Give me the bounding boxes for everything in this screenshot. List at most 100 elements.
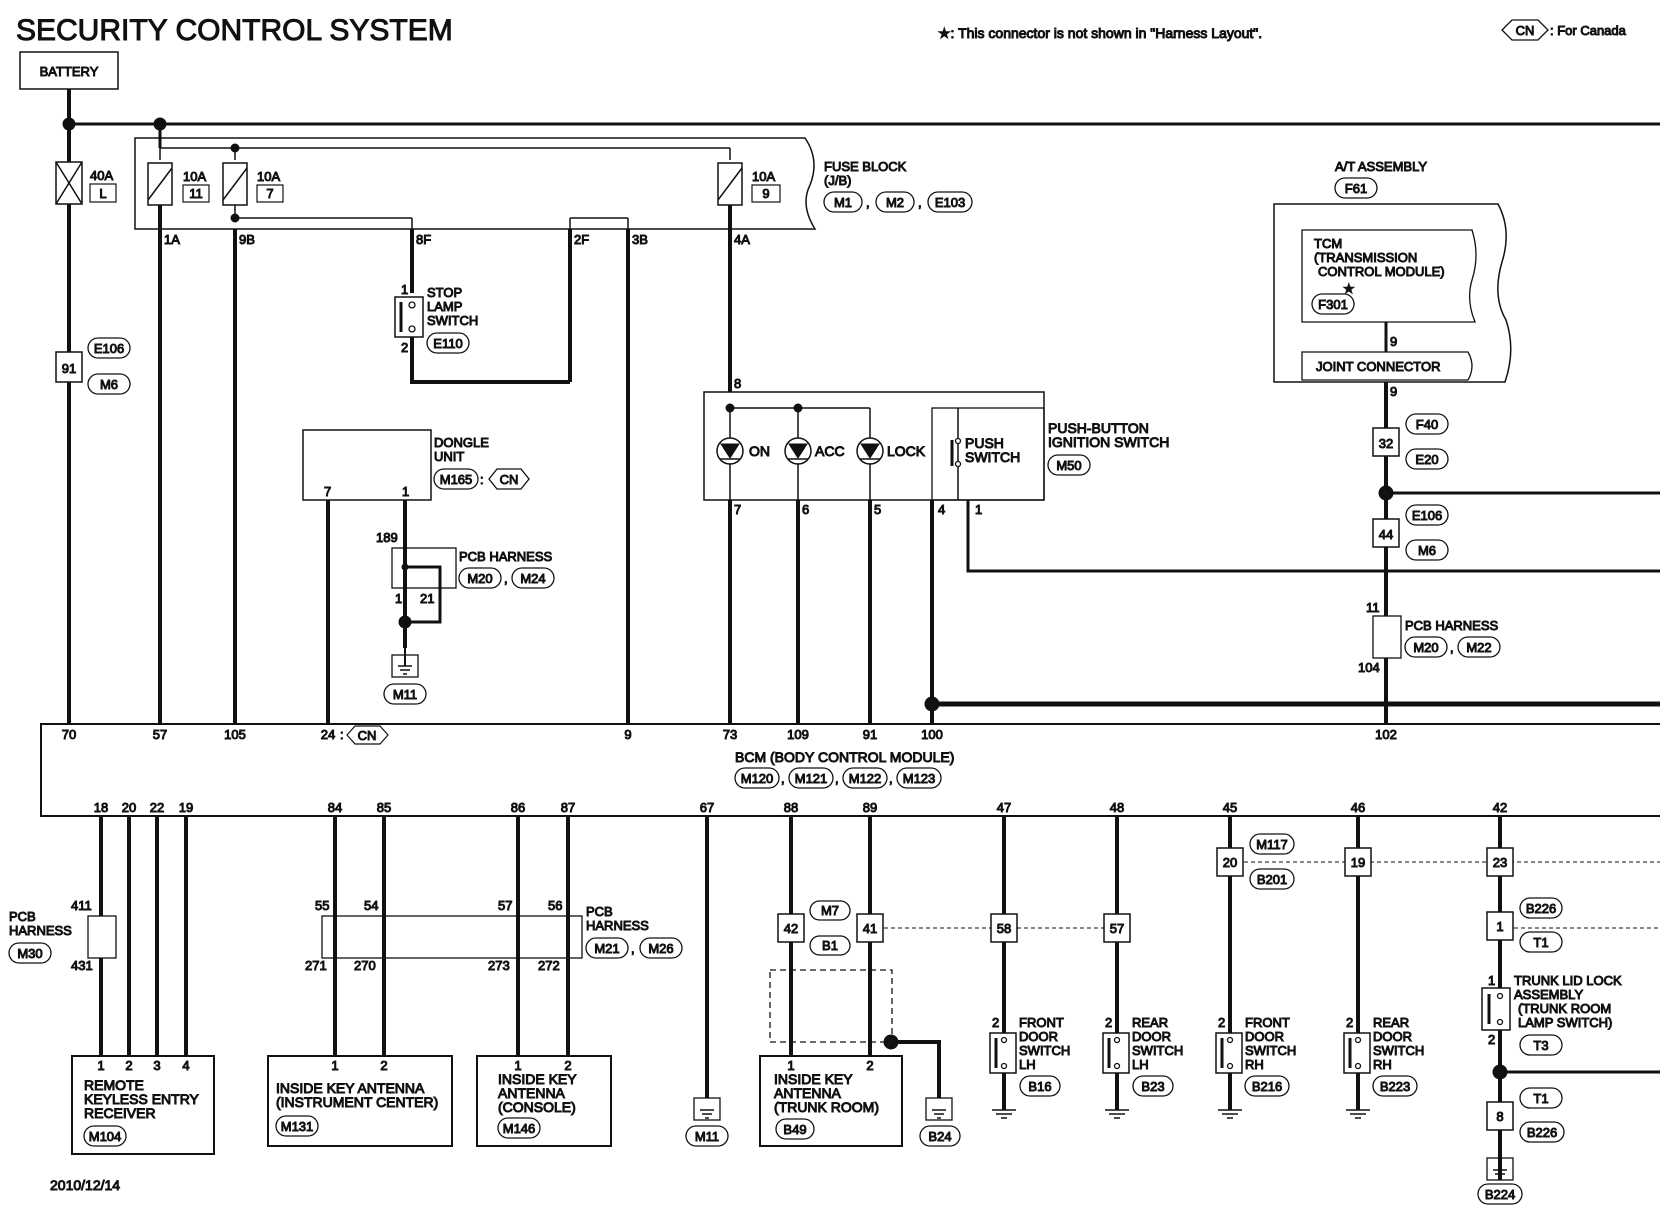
door-switch-rear-lh: 2 REAR DOOR SWITCH LH B23 bbox=[1102, 1015, 1184, 1119]
pcb-harness-right: 11 104 PCB HARNESS M20 , M22 bbox=[1358, 600, 1501, 676]
svg-text:,: , bbox=[1450, 640, 1454, 655]
svg-text:DOOR: DOOR bbox=[1132, 1029, 1171, 1044]
svg-text:10A: 10A bbox=[183, 169, 206, 184]
svg-text:3B: 3B bbox=[632, 232, 648, 247]
svg-text:6: 6 bbox=[802, 502, 809, 517]
push-button-ignition-switch: 8 ON ACC LOCK PUSH SWITCH PUSH-BUTTON IG… bbox=[703, 376, 1170, 518]
svg-text:105: 105 bbox=[224, 727, 246, 742]
inside-key-antenna-trunk-room: 1 2 INSIDE KEY ANTENNA (TRUNK ROOM) B49 … bbox=[759, 969, 961, 1147]
svg-text:1: 1 bbox=[787, 1058, 794, 1073]
bcm-box: BCM (BODY CONTROL MODULE) M120 , M121 , … bbox=[40, 723, 1660, 817]
svg-text:INSIDE KEY ANTENNA: INSIDE KEY ANTENNA bbox=[276, 1080, 425, 1096]
svg-text:431: 431 bbox=[71, 958, 93, 973]
svg-text:HARNESS: HARNESS bbox=[586, 918, 649, 933]
svg-text:IGNITION SWITCH: IGNITION SWITCH bbox=[1048, 434, 1169, 450]
at-assembly: A/T ASSEMBLY F61 TCM (TRANSMISSION CONTR… bbox=[1273, 159, 1512, 400]
svg-text:BATTERY: BATTERY bbox=[40, 64, 99, 79]
svg-text:57: 57 bbox=[498, 898, 512, 913]
svg-text:F301: F301 bbox=[1318, 297, 1348, 312]
svg-text:,: , bbox=[866, 195, 870, 210]
svg-text:102: 102 bbox=[1375, 727, 1397, 742]
svg-text:2: 2 bbox=[866, 1058, 873, 1073]
svg-text:M1: M1 bbox=[834, 195, 852, 210]
svg-text:M11: M11 bbox=[393, 687, 417, 702]
svg-text:21: 21 bbox=[420, 591, 434, 606]
svg-text:B223: B223 bbox=[1380, 1079, 1410, 1094]
svg-text:86: 86 bbox=[511, 800, 525, 815]
svg-text:M26: M26 bbox=[648, 941, 673, 956]
svg-text:2: 2 bbox=[1488, 1032, 1495, 1047]
svg-text:CN: CN bbox=[500, 472, 519, 487]
svg-text:INSIDE KEY: INSIDE KEY bbox=[498, 1071, 577, 1087]
svg-text:2: 2 bbox=[992, 1015, 999, 1030]
svg-text:M146: M146 bbox=[503, 1121, 536, 1136]
svg-text:48: 48 bbox=[1110, 800, 1124, 815]
svg-text:SWITCH: SWITCH bbox=[1019, 1043, 1070, 1058]
svg-text:8: 8 bbox=[1496, 1109, 1503, 1124]
svg-text:INSIDE KEY: INSIDE KEY bbox=[774, 1071, 853, 1087]
svg-text:2: 2 bbox=[564, 1058, 571, 1073]
svg-text:DOOR: DOOR bbox=[1019, 1029, 1058, 1044]
svg-text:T3: T3 bbox=[1533, 1038, 1548, 1053]
svg-text:E110: E110 bbox=[433, 336, 462, 351]
svg-text:UNIT: UNIT bbox=[434, 449, 464, 464]
svg-text:PCB HARNESS: PCB HARNESS bbox=[459, 549, 553, 564]
svg-text:M131: M131 bbox=[281, 1119, 314, 1134]
svg-text:M24: M24 bbox=[520, 571, 545, 586]
svg-text:40A: 40A bbox=[90, 168, 113, 183]
svg-text:19: 19 bbox=[179, 800, 193, 815]
svg-text:(TRUNK ROOM: (TRUNK ROOM bbox=[1518, 1001, 1611, 1016]
battery-box: BATTERY bbox=[19, 51, 119, 90]
svg-text:7: 7 bbox=[324, 484, 331, 499]
svg-text:FRONT: FRONT bbox=[1019, 1015, 1064, 1030]
svg-text:24: 24 bbox=[321, 727, 335, 742]
svg-text:LAMP: LAMP bbox=[427, 299, 462, 314]
svg-text:100: 100 bbox=[921, 727, 943, 742]
svg-text:REMOTE: REMOTE bbox=[84, 1077, 144, 1093]
svg-text:56: 56 bbox=[548, 898, 562, 913]
svg-text:M22: M22 bbox=[1466, 640, 1491, 655]
svg-text:M6: M6 bbox=[1418, 543, 1436, 558]
svg-text:F61: F61 bbox=[1345, 181, 1367, 196]
svg-text:M30: M30 bbox=[17, 946, 42, 961]
svg-text:22: 22 bbox=[150, 800, 164, 815]
svg-text:STOP: STOP bbox=[427, 285, 462, 300]
svg-text:PCB: PCB bbox=[9, 909, 36, 924]
svg-text:B24: B24 bbox=[928, 1129, 951, 1144]
svg-text:PUSH-BUTTON: PUSH-BUTTON bbox=[1048, 420, 1149, 436]
svg-text:PCB: PCB bbox=[586, 904, 613, 919]
svg-text:M2: M2 bbox=[886, 195, 904, 210]
svg-text:1: 1 bbox=[1488, 973, 1495, 988]
svg-text:57: 57 bbox=[1110, 921, 1124, 936]
pcb-harness-mid: 55 54 57 56 271 270 273 272 PCB HARNESS … bbox=[305, 898, 683, 974]
svg-text:B1: B1 bbox=[822, 938, 838, 953]
svg-text:89: 89 bbox=[863, 800, 877, 815]
svg-text:ANTENNA: ANTENNA bbox=[774, 1085, 842, 1101]
svg-text:10A: 10A bbox=[257, 169, 280, 184]
svg-text:91: 91 bbox=[62, 361, 76, 376]
svg-text:88: 88 bbox=[784, 800, 798, 815]
inline-connector-91: 91 E106 M6 bbox=[55, 337, 131, 395]
svg-text:,: , bbox=[889, 771, 893, 786]
svg-text:1: 1 bbox=[395, 591, 402, 606]
svg-text:1: 1 bbox=[97, 1058, 104, 1073]
svg-text:REAR: REAR bbox=[1132, 1015, 1168, 1030]
svg-text:411: 411 bbox=[71, 898, 92, 913]
svg-text:1: 1 bbox=[514, 1058, 521, 1073]
svg-text:273: 273 bbox=[488, 958, 510, 973]
svg-text:T1: T1 bbox=[1533, 935, 1548, 950]
svg-text:B49: B49 bbox=[783, 1122, 806, 1137]
svg-text:M165: M165 bbox=[440, 472, 473, 487]
svg-text:M50: M50 bbox=[1056, 458, 1081, 473]
svg-text:67: 67 bbox=[700, 800, 714, 815]
diagram-title: SECURITY CONTROL SYSTEM bbox=[16, 14, 453, 47]
remote-keyless-entry-receiver: 1 2 3 4 REMOTE KEYLESS ENTRY RECEIVER M1… bbox=[71, 1055, 215, 1155]
svg-text:11: 11 bbox=[1366, 600, 1380, 615]
svg-text:1: 1 bbox=[331, 1058, 338, 1073]
svg-text:E106: E106 bbox=[1412, 508, 1442, 523]
svg-text:FUSE BLOCK: FUSE BLOCK bbox=[824, 159, 907, 174]
svg-text:,: , bbox=[835, 771, 839, 786]
svg-text:9: 9 bbox=[624, 727, 631, 742]
svg-text:4: 4 bbox=[182, 1058, 189, 1073]
svg-text:4A: 4A bbox=[734, 232, 750, 247]
